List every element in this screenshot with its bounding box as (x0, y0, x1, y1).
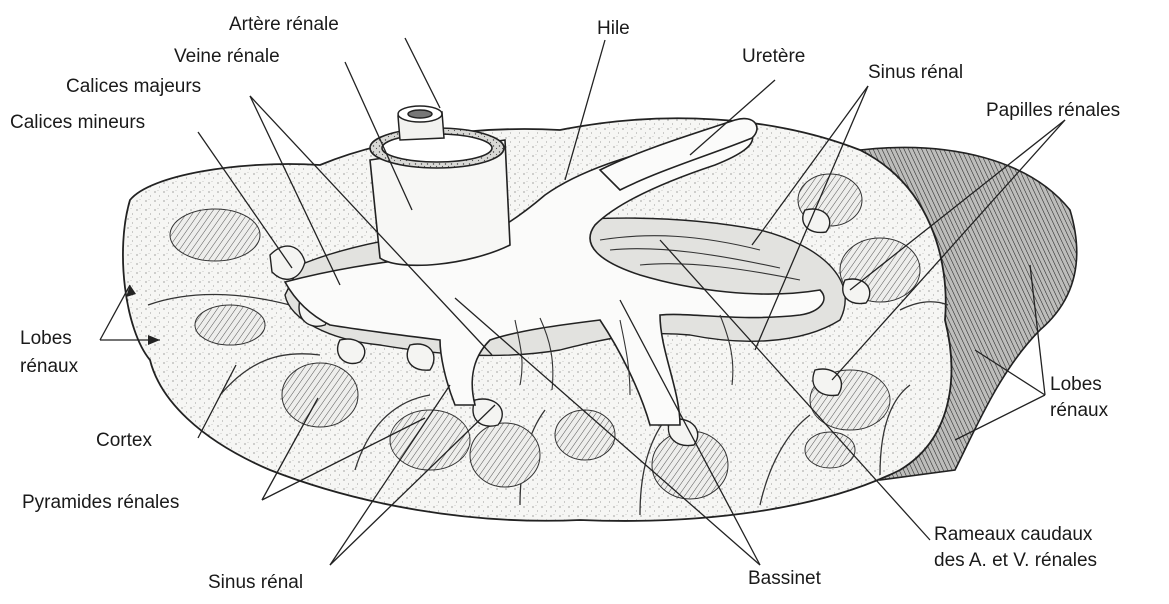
label-lobes-renaux-left-2: rénaux (20, 356, 79, 377)
label-calices-majeurs: Calices majeurs (66, 76, 201, 97)
label-calices-mineurs: Calices mineurs (10, 112, 145, 133)
label-veine-renale: Veine rénale (174, 46, 280, 67)
label-lobes-renaux-right-2: rénaux (1050, 400, 1109, 421)
label-artere-renale: Artère rénale (229, 14, 339, 35)
label-lobes-renaux-right-1: Lobes (1050, 374, 1102, 395)
label-sinus-renal-bottom: Sinus rénal (208, 572, 303, 593)
label-cortex: Cortex (96, 430, 152, 451)
renal-artery-shape (398, 106, 444, 140)
label-bassinet: Bassinet (748, 568, 822, 589)
label-rameaux-1: Rameaux caudaux (934, 524, 1093, 545)
label-pyramides-renales: Pyramides rénales (22, 492, 179, 513)
label-uretere: Uretère (742, 46, 805, 67)
label-rameaux-2: des A. et V. rénales (934, 550, 1097, 571)
label-hile: Hile (597, 18, 630, 39)
renal-vein-shape (370, 128, 510, 265)
label-sinus-renal-top: Sinus rénal (868, 62, 963, 83)
label-papilles-renales: Papilles rénales (986, 100, 1120, 121)
label-lobes-renaux-left-1: Lobes (20, 328, 72, 349)
